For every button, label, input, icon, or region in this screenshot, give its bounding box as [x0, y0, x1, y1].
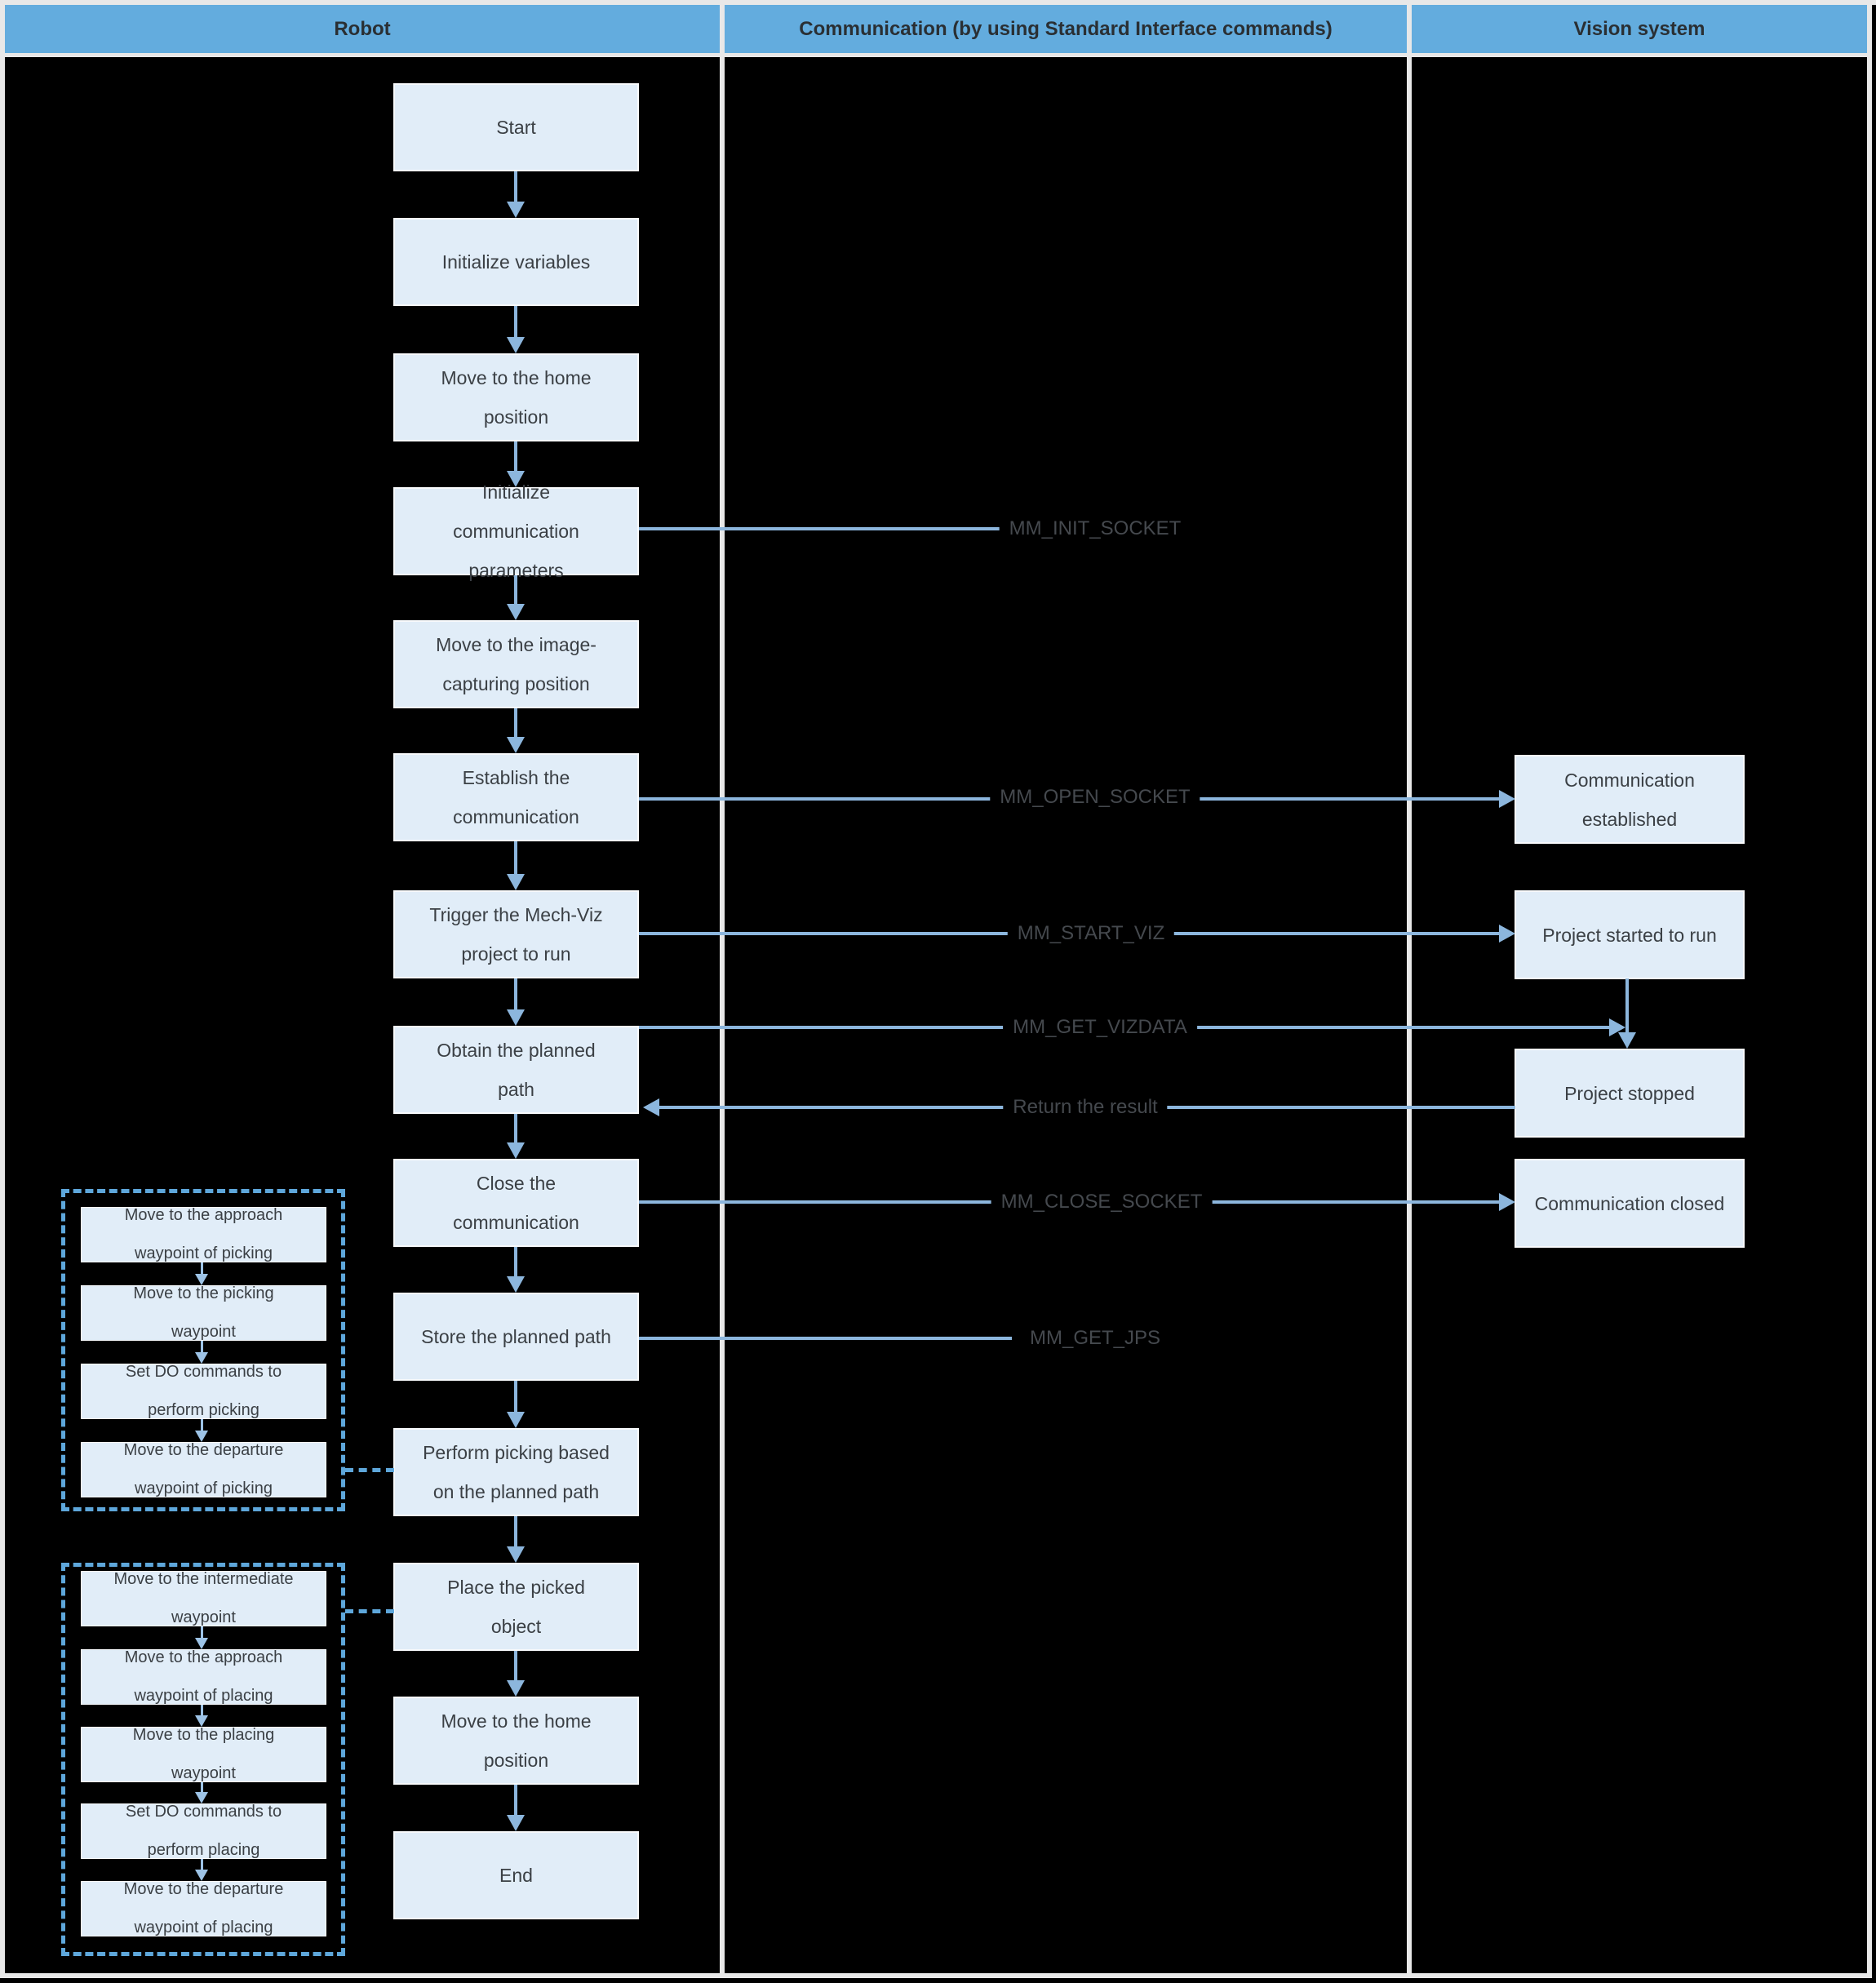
command-label-init-socket: MM_INIT_SOCKET [999, 516, 1191, 542]
arrow-down-icon [195, 1792, 208, 1803]
command-label-return-result: Return the result [1003, 1094, 1168, 1120]
arrow-down-icon [507, 1680, 525, 1697]
robot-step-move-home-2: Move to the home position [393, 1697, 639, 1785]
placing-step-approach: Move to the approach waypoint of placing [81, 1648, 326, 1705]
picking-step-picking: Move to the picking waypoint [81, 1284, 326, 1341]
flow-arrow-line [201, 1626, 203, 1638]
comm-line-init-socket [639, 527, 1012, 530]
picking-step-set-do: Set DO commands to perform picking [81, 1363, 326, 1419]
column-divider [720, 0, 725, 1978]
flow-arrow-line [201, 1262, 203, 1274]
vision-step-project-started: Project started to run [1515, 890, 1745, 979]
arrow-left-icon [643, 1098, 659, 1116]
robot-step-establish-comm: Establish the communication [393, 753, 639, 841]
arrow-down-icon [507, 1412, 525, 1428]
placing-step-placing: Move to the placing waypoint [81, 1726, 326, 1782]
arrow-down-icon [507, 337, 525, 353]
flow-arrow-line [201, 1419, 203, 1431]
arrow-down-icon [195, 1431, 208, 1442]
flow-arrow-line [1625, 978, 1629, 1032]
flow-arrow-line [514, 708, 517, 739]
arrow-down-icon [507, 1009, 525, 1026]
robot-step-close-comm: Close the communication [393, 1159, 639, 1247]
flow-arrow-line [514, 575, 517, 606]
arrow-down-icon [507, 471, 525, 487]
arrow-down-icon [195, 1352, 208, 1364]
arrow-down-icon [507, 1276, 525, 1293]
column-divider [1407, 0, 1412, 1978]
arrow-right-icon [1499, 790, 1515, 808]
robot-step-place-object: Place the picked object [393, 1563, 639, 1651]
flow-arrow-line [514, 171, 517, 203]
picking-step-approach: Move to the approach waypoint of picking [81, 1206, 326, 1262]
flow-arrow-line [514, 1651, 517, 1682]
picking-group-connector [345, 1468, 394, 1472]
table-border-bottom [0, 1973, 1872, 1978]
lane-header-vision: Vision system [1412, 5, 1867, 53]
comm-line-get-jps [639, 1337, 1012, 1340]
arrow-down-icon [195, 1715, 208, 1727]
placing-group-box [61, 1563, 345, 1956]
robot-step-start: Start [393, 83, 639, 171]
arrow-down-icon [507, 1546, 525, 1563]
robot-step-store-path: Store the planned path [393, 1293, 639, 1381]
command-label-start-viz: MM_START_VIZ [1007, 921, 1175, 947]
flow-arrow-line [201, 1705, 203, 1715]
flow-arrow-line [514, 1785, 517, 1817]
arrow-right-icon [1499, 925, 1515, 943]
table-border-left [0, 0, 5, 1978]
robot-step-perform-picking: Perform picking based on the planned pat… [393, 1428, 639, 1516]
flow-arrow-line [514, 1114, 517, 1144]
arrow-down-icon [507, 874, 525, 890]
arrow-right-icon [1609, 1018, 1625, 1036]
lane-header-robot: Robot [5, 5, 720, 53]
placing-group-connector [345, 1609, 394, 1613]
lane-header-communication: Communication (by using Standard Interfa… [725, 5, 1407, 53]
table-border-top [0, 0, 1876, 5]
placing-step-departure: Move to the departure waypoint of placin… [81, 1880, 326, 1936]
flow-arrow-line [514, 306, 517, 339]
robot-step-end: End [393, 1831, 639, 1919]
flow-arrow-line [201, 1341, 203, 1352]
flow-arrow-line [514, 1247, 517, 1278]
flow-arrow-line [514, 978, 517, 1011]
flow-arrow-line [514, 441, 517, 472]
picking-group-box [61, 1189, 345, 1511]
arrow-down-icon [507, 1142, 525, 1159]
vision-step-comm-closed: Communication closed [1515, 1159, 1745, 1248]
robot-step-init-comm-params: Initialize communication parameters [393, 481, 639, 581]
arrow-down-icon [195, 1274, 208, 1285]
command-label-get-jps: MM_GET_JPS [1019, 1325, 1171, 1351]
robot-step-trigger-mechviz: Trigger the Mech-Viz project to run [393, 890, 639, 978]
placing-step-set-do: Set DO commands to perform placing [81, 1803, 326, 1859]
flow-arrow-line [514, 1516, 517, 1548]
flow-arrow-line [201, 1859, 203, 1870]
command-label-open-socket: MM_OPEN_SOCKET [990, 784, 1200, 810]
arrow-down-icon [1618, 1032, 1636, 1049]
flow-arrow-line [201, 1782, 203, 1792]
arrow-down-icon [195, 1638, 208, 1649]
arrow-down-icon [507, 737, 525, 753]
picking-step-departure: Move to the departure waypoint of pickin… [81, 1441, 326, 1497]
table-border-right [1867, 0, 1872, 1978]
placing-step-intermediate: Move to the intermediate waypoint [81, 1570, 326, 1626]
robot-step-move-home-1: Move to the home position [393, 353, 639, 441]
robot-step-move-capture-pos: Move to the image- capturing position [393, 620, 639, 708]
command-label-get-vizdata: MM_GET_VIZDATA [1003, 1014, 1197, 1040]
header-divider [0, 53, 1872, 57]
arrow-down-icon [507, 202, 525, 218]
arrow-down-icon [507, 604, 525, 620]
arrow-right-icon [1499, 1193, 1515, 1211]
flow-arrow-line [514, 841, 517, 876]
robot-step-init-variables: Initialize variables [393, 218, 639, 306]
flow-arrow-line [514, 1381, 517, 1413]
arrow-down-icon [507, 1815, 525, 1831]
arrow-down-icon [195, 1870, 208, 1881]
command-label-close-socket: MM_CLOSE_SOCKET [991, 1189, 1213, 1215]
robot-step-obtain-path: Obtain the planned path [393, 1026, 639, 1114]
vision-step-project-stopped: Project stopped [1515, 1049, 1745, 1138]
vision-step-comm-established: Communication established [1515, 755, 1745, 844]
